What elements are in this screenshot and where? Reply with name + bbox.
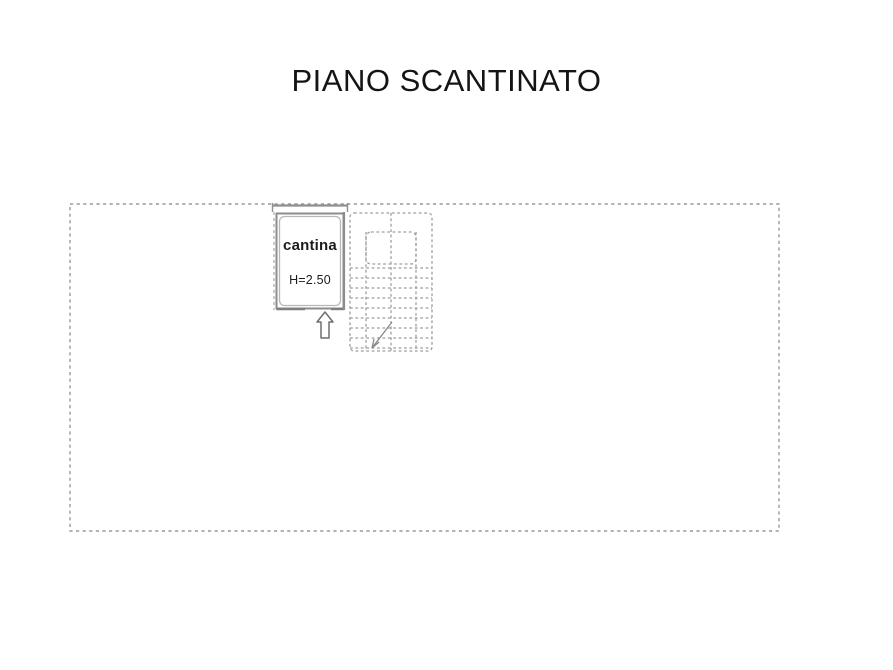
cantina-height-label: H=2.50 xyxy=(289,273,331,287)
cantina-outer-wall xyxy=(275,212,345,310)
room-cantina[interactable]: cantina H=2.50 xyxy=(273,212,346,311)
entrance-arrow-glyph xyxy=(316,311,334,339)
stair-direction-line xyxy=(371,321,393,349)
stair-direction-head-a xyxy=(371,341,380,349)
entrance-arrow xyxy=(316,311,334,339)
staircase[interactable] xyxy=(349,212,433,352)
cantina-inner-wall xyxy=(278,215,342,307)
property-outline xyxy=(69,203,780,532)
page-title: PIANO SCANTINATO xyxy=(291,63,602,98)
cantina-top-wall xyxy=(271,203,349,212)
cantina-room-label: cantina xyxy=(283,237,337,254)
stair-direction-arrow xyxy=(371,321,393,349)
staircase-outline xyxy=(349,212,433,352)
stair-direction-head-b xyxy=(371,338,375,349)
